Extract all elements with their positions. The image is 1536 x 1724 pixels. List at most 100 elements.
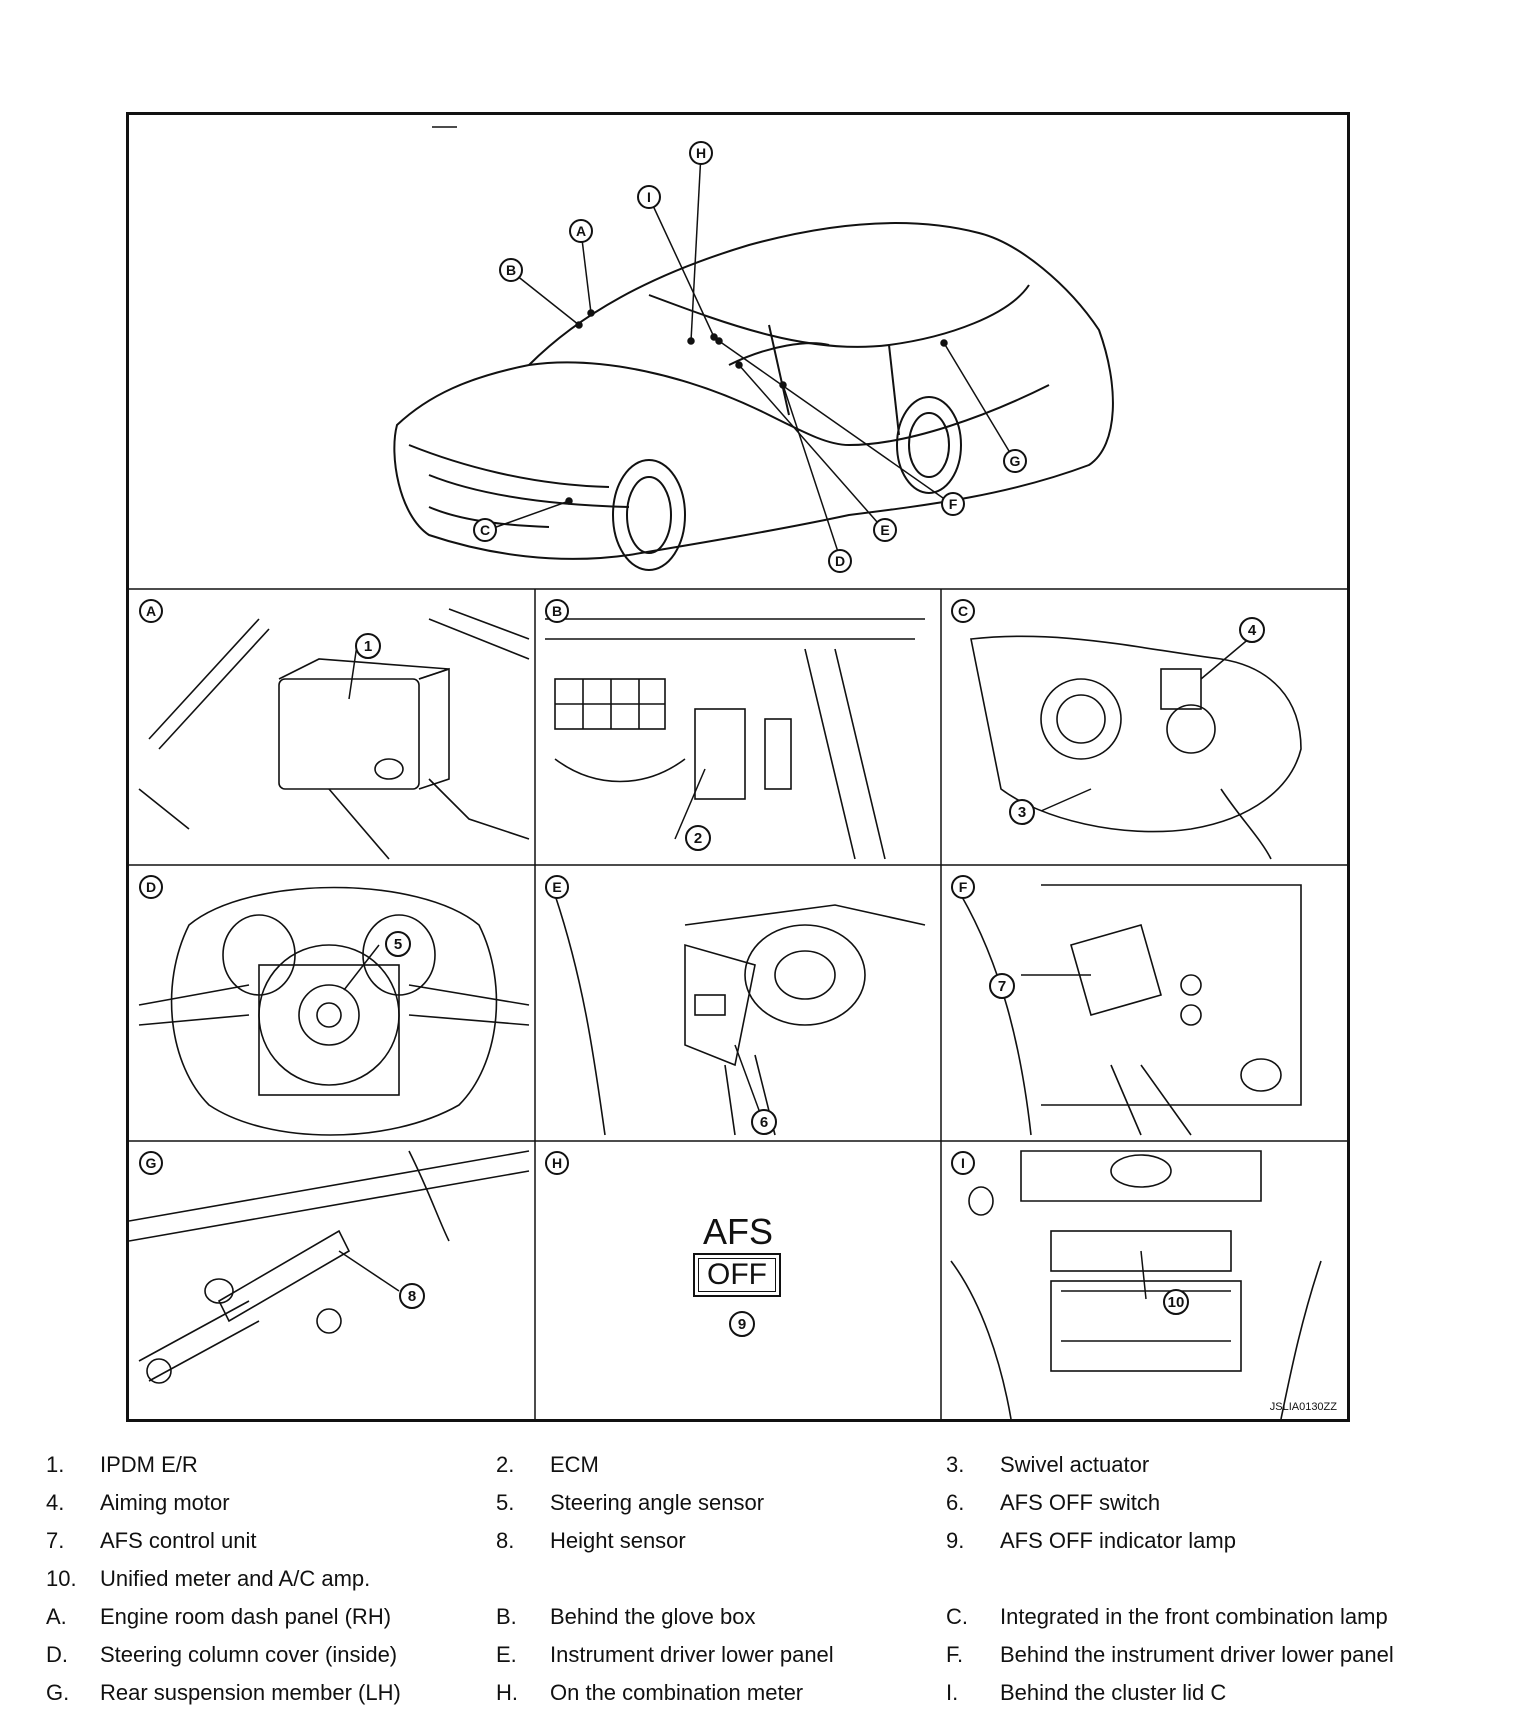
leader-dot xyxy=(575,321,583,329)
ecm-drawing xyxy=(545,618,925,860)
legend-item-text: Height sensor xyxy=(550,1528,686,1553)
panel-a xyxy=(129,589,535,865)
car-overview-drawing xyxy=(393,126,1114,571)
legend-item-text: Instrument driver lower panel xyxy=(550,1642,834,1667)
legend-item-text: Rear suspension member (LH) xyxy=(100,1680,401,1705)
legend-item-text: ECM xyxy=(550,1452,599,1477)
overview-panel xyxy=(129,115,1347,589)
legend-item-number: 5. xyxy=(496,1490,515,1515)
callout-label: 7 xyxy=(989,973,1015,999)
callout-label: D xyxy=(828,549,852,573)
legend-item-number: G. xyxy=(46,1680,70,1705)
legend-item: 10. Unified meter and A/C amp. xyxy=(46,1566,370,1592)
afs-indicator-text: AFS xyxy=(702,1211,773,1252)
legend-item-number: 4. xyxy=(46,1490,65,1515)
legend-item-number: F. xyxy=(946,1642,964,1667)
callout-label: I xyxy=(951,1151,975,1175)
legend-item: F. Behind the instrument driver lower pan… xyxy=(946,1642,1394,1668)
legend-item: H. On the combination meter xyxy=(496,1680,803,1706)
legend-item-text: Integrated in the front combination lamp xyxy=(1000,1604,1388,1629)
callout-label: I xyxy=(637,185,661,209)
legend-item-number: 3. xyxy=(946,1452,965,1477)
legend-item-number: 8. xyxy=(496,1528,515,1553)
callout-label: B xyxy=(545,599,569,623)
callout-label: D xyxy=(139,875,163,899)
panel-d xyxy=(129,865,535,1141)
legend-item: E. Instrument driver lower panel xyxy=(496,1642,834,1668)
legend-item-number: 6. xyxy=(946,1490,965,1515)
legend-item-text: Behind the instrument driver lower panel xyxy=(1000,1642,1394,1667)
callout-label: F xyxy=(941,492,965,516)
leader-line xyxy=(738,364,886,532)
legend-row: G. Rear suspension member (LH) H. On the co… xyxy=(46,1680,1506,1718)
legend-row: 4.Aiming motor 5. Steering angle sensor 6. A… xyxy=(46,1490,1506,1528)
panel-f xyxy=(941,865,1347,1141)
legend-item-text: IPDM E/R xyxy=(100,1452,198,1477)
legend-item: 6. AFS OFF switch xyxy=(946,1490,1160,1516)
leader-line xyxy=(484,500,570,532)
callout-label: 4 xyxy=(1239,617,1265,643)
steering-drawing xyxy=(138,886,530,1136)
legend-item-number: H. xyxy=(496,1680,518,1705)
panel-g xyxy=(129,1141,535,1419)
legend-item-text: AFS OFF indicator lamp xyxy=(1000,1528,1236,1553)
legend-item: B.Behind the glove box xyxy=(496,1604,756,1630)
afs-control-drawing xyxy=(960,884,1302,1136)
leader-line xyxy=(690,152,702,342)
leader-dot xyxy=(735,361,743,369)
leader-dot xyxy=(687,337,695,345)
height-sensor-drawing xyxy=(129,1150,530,1384)
callout-label: 9 xyxy=(729,1311,755,1337)
legend-item-number: E. xyxy=(496,1642,517,1667)
legend-item: C.Integrated in the front combination la… xyxy=(946,1604,1388,1630)
panel-c xyxy=(941,589,1347,865)
leader-line xyxy=(718,340,954,506)
leader-dot xyxy=(715,337,723,345)
afs-off-indicator: OFF xyxy=(693,1253,781,1297)
legend-item-number: 1. xyxy=(46,1452,65,1477)
legend-item-text: Engine room dash panel (RH) xyxy=(100,1604,392,1629)
legend-item-text: On the combination meter xyxy=(550,1680,804,1705)
callout-label: H xyxy=(545,1151,569,1175)
leader-dot xyxy=(565,497,573,505)
legend-item-number: 9. xyxy=(946,1528,965,1553)
legend-item: 7.AFS control unit xyxy=(46,1528,257,1554)
legend-item-number: 10. xyxy=(46,1566,77,1591)
legend-item-text: AFS OFF switch xyxy=(1000,1490,1161,1515)
panel-h: AFS OFF xyxy=(535,1141,941,1419)
legend-item-number: A. xyxy=(46,1604,67,1629)
callout-label: G xyxy=(139,1151,163,1175)
leader-line xyxy=(943,342,1016,462)
legend-item: 3. Swivel actuator xyxy=(946,1452,1149,1478)
leader-line xyxy=(510,270,580,326)
legend-item-text: Swivel actuator xyxy=(1000,1452,1150,1477)
legend-row: D.Steering column cover (inside)E.Instru… xyxy=(46,1642,1506,1680)
legend-item: 4.Aiming motor xyxy=(46,1490,230,1516)
callout-label: A xyxy=(139,599,163,623)
callout-label: F xyxy=(951,875,975,899)
callout-label: 6 xyxy=(751,1109,777,1135)
callout-label: 10 xyxy=(1163,1289,1189,1315)
legend-item: 1. IPDM E/R xyxy=(46,1452,198,1478)
callout-label: C xyxy=(473,518,497,542)
panel-i xyxy=(941,1141,1347,1419)
legend-item: 5. Steering angle sensor xyxy=(496,1490,764,1516)
callout-label: 5 xyxy=(385,931,411,957)
legend-row: 7.AFS control unit 8. Height sensor 9. AFS O… xyxy=(46,1528,1506,1566)
panel-b xyxy=(535,589,941,865)
legend-item: I.Behind the cluster lid C xyxy=(946,1680,1226,1706)
legend-item: 8. Height sensor xyxy=(496,1528,686,1554)
legend-item-number: B. xyxy=(496,1604,517,1629)
legend-item-number: 7. xyxy=(46,1528,65,1553)
legend-item-number: I. xyxy=(946,1680,959,1705)
callout-label: 3 xyxy=(1009,799,1035,825)
afs-off-text: OFF xyxy=(707,1258,767,1291)
callout-label: A xyxy=(569,219,593,243)
legend-item-text: Steering angle sensor xyxy=(550,1490,765,1515)
legend-item-text: Unified meter and A/C amp. xyxy=(100,1566,371,1591)
callout-label: G xyxy=(1003,449,1027,473)
legend-row: 10. Unified meter and A/C amp. xyxy=(46,1566,1506,1604)
